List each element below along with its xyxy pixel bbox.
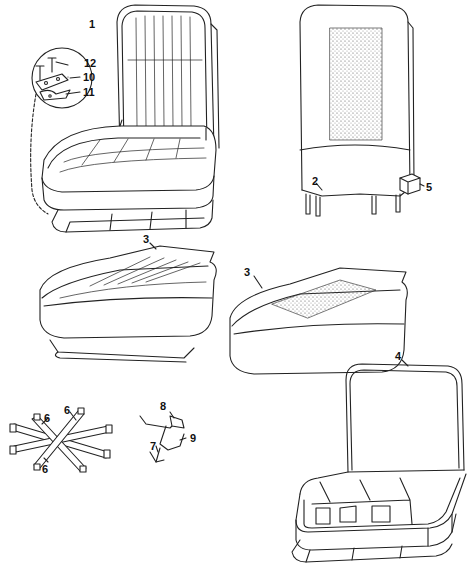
callout-number: 1	[89, 18, 95, 30]
seat-back-cover	[300, 5, 414, 216]
cushion-cover	[40, 243, 216, 362]
callout-number: 11	[83, 86, 95, 98]
seat-straps	[10, 408, 112, 472]
callout-number: 10	[83, 71, 95, 83]
callout-number: 8	[160, 400, 166, 412]
spring-clips	[140, 412, 186, 462]
callout-number: 12	[84, 57, 96, 69]
fixing-detail-inset	[31, 48, 92, 214]
clip	[400, 174, 424, 194]
callout-number: 5	[426, 181, 432, 193]
callout-number: 7	[150, 440, 156, 452]
callout-number: 9	[190, 432, 196, 444]
callout-number: 2	[312, 175, 318, 187]
callout-number: 3	[143, 233, 149, 245]
callout-number: 4	[395, 350, 401, 362]
callout-number: 6	[44, 412, 50, 424]
complete-seat	[42, 5, 219, 232]
callout-number: 3	[244, 266, 250, 278]
cushion-cover	[230, 268, 407, 374]
seat-frame	[292, 360, 466, 562]
callout-number: 6	[64, 404, 70, 416]
callout-number: 6	[42, 463, 48, 475]
